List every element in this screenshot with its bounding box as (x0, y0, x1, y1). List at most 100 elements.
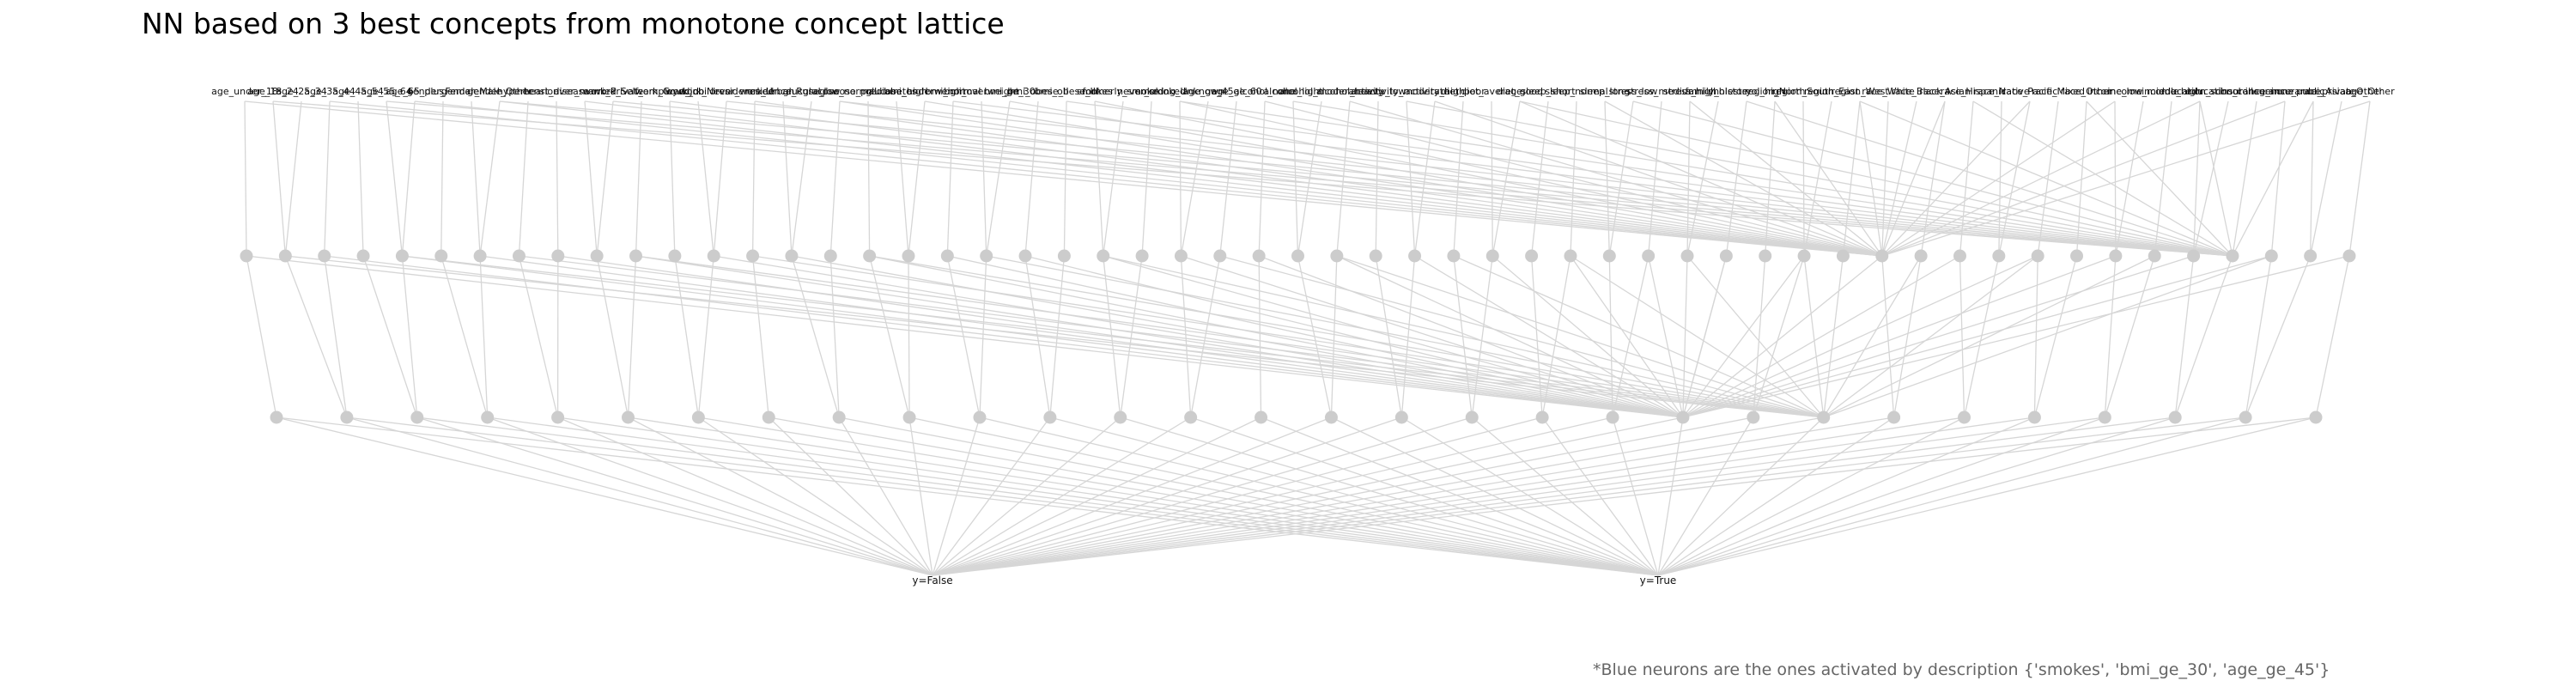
hidden-neuron-layer1 (1525, 249, 1539, 263)
edge (479, 255, 489, 418)
hidden-neuron-layer2 (1465, 410, 1479, 424)
input-node-label: sleep_normal (1545, 86, 1607, 97)
edge (324, 255, 1684, 418)
edge (1859, 100, 2233, 257)
edge (924, 100, 1882, 257)
edge (471, 100, 481, 257)
edge (480, 255, 1684, 418)
edge (2115, 100, 2144, 257)
edge (324, 100, 331, 257)
hidden-neuron-layer1 (2109, 249, 2123, 263)
input-node-label: gender_Other (467, 86, 532, 97)
edge (2104, 255, 2155, 418)
edge (1859, 100, 1883, 257)
hidden-neuron-layer1 (1369, 249, 1382, 263)
edge (908, 100, 926, 257)
hidden-neuron-layer1 (2187, 249, 2201, 263)
hidden-neuron-layer1 (863, 249, 877, 263)
edge (635, 255, 1684, 418)
edge (769, 416, 1659, 576)
edge (1765, 100, 1776, 257)
input-node-label: race_Native (1973, 86, 2029, 97)
input-node-label: race_Pacific (2002, 86, 2058, 97)
hidden-neuron-layer1 (1097, 249, 1110, 263)
hidden-neuron-layer2 (1887, 410, 1901, 424)
edge (1881, 100, 2201, 257)
edge (1881, 100, 2286, 257)
edge (1608, 100, 1634, 257)
hidden-neuron-layer1 (1018, 249, 1032, 263)
edge (2033, 255, 2078, 418)
input-node-label: region_West (1831, 86, 1889, 97)
edge (1330, 255, 1338, 418)
edge (1604, 100, 1610, 257)
input-node-label: stress_low (1609, 86, 1658, 97)
edge (1657, 416, 2317, 576)
input-node-label: cholesterol_high (1708, 86, 1785, 97)
input-node-label: hypertension (497, 86, 559, 97)
edge (1998, 100, 2002, 257)
input-node-label: activity_moderate (1364, 86, 1449, 97)
edge (1682, 255, 2350, 418)
edge (1530, 255, 1543, 418)
input-node-label: age_Other (2345, 86, 2395, 97)
hidden-neuron-layer2 (410, 410, 424, 424)
hidden-neuron-layer1 (395, 249, 409, 263)
input-node-label: income_low (2087, 86, 2143, 97)
hidden-neuron-layer2 (621, 410, 635, 424)
edge (1570, 100, 1577, 257)
edge (596, 100, 614, 257)
edge (1682, 255, 1805, 418)
edge (1682, 255, 2117, 418)
edge (1530, 100, 1549, 257)
edge (1190, 255, 1221, 418)
hidden-neuron-layer1 (1680, 249, 1694, 263)
edge (1181, 255, 1684, 418)
input-node-label: bmi_normal (926, 86, 981, 97)
edge (946, 100, 954, 257)
edge (1686, 100, 1719, 257)
edge (1753, 255, 1805, 418)
input-node-label: diet_poor (1441, 86, 1485, 97)
hidden-neuron-layer1 (551, 249, 565, 263)
edge (932, 416, 2176, 576)
hidden-neuron-layer1 (1408, 249, 1422, 263)
input-node-label: race_Mixed (2032, 86, 2085, 97)
hidden-neuron-layer2 (2239, 410, 2252, 424)
nodes-layer (240, 249, 2356, 424)
edge (714, 255, 1684, 418)
edge (2232, 100, 2257, 257)
hidden-neuron-layer1 (1330, 249, 1344, 263)
input-node-label: age_ge_60 (1211, 86, 1261, 97)
edge (272, 100, 286, 257)
hidden-neuron-layer1 (1564, 249, 1577, 263)
edge (1406, 100, 2233, 257)
edge (952, 100, 2233, 257)
edge (932, 416, 1753, 576)
edge (1823, 255, 2155, 418)
hidden-neuron-layer2 (2098, 410, 2111, 424)
diagram-title: NN based on 3 best concepts from monoton… (142, 7, 1005, 40)
hidden-neuron-layer1 (278, 249, 292, 263)
hidden-neuron-layer1 (707, 249, 720, 263)
input-node-label: age_18_24 (247, 86, 299, 97)
input-node-label: work_Never_worked (679, 86, 774, 97)
edge (329, 100, 1882, 257)
edge (556, 100, 559, 257)
edge (584, 100, 598, 257)
edge (1972, 100, 2233, 257)
edge (244, 100, 247, 257)
edge (1823, 255, 1844, 418)
input-node-label: race_White (1862, 86, 1915, 97)
edge (1336, 255, 1684, 418)
edge (697, 100, 714, 257)
edge (518, 255, 559, 418)
edge (1881, 255, 1895, 418)
input-node-label: sleep_short (1521, 86, 1576, 97)
input-node-label: education_school (2159, 86, 2240, 97)
edge (276, 416, 933, 576)
hidden-neuron-layer2 (1255, 410, 1268, 424)
edge (2245, 255, 2312, 418)
edge (1024, 255, 1684, 418)
